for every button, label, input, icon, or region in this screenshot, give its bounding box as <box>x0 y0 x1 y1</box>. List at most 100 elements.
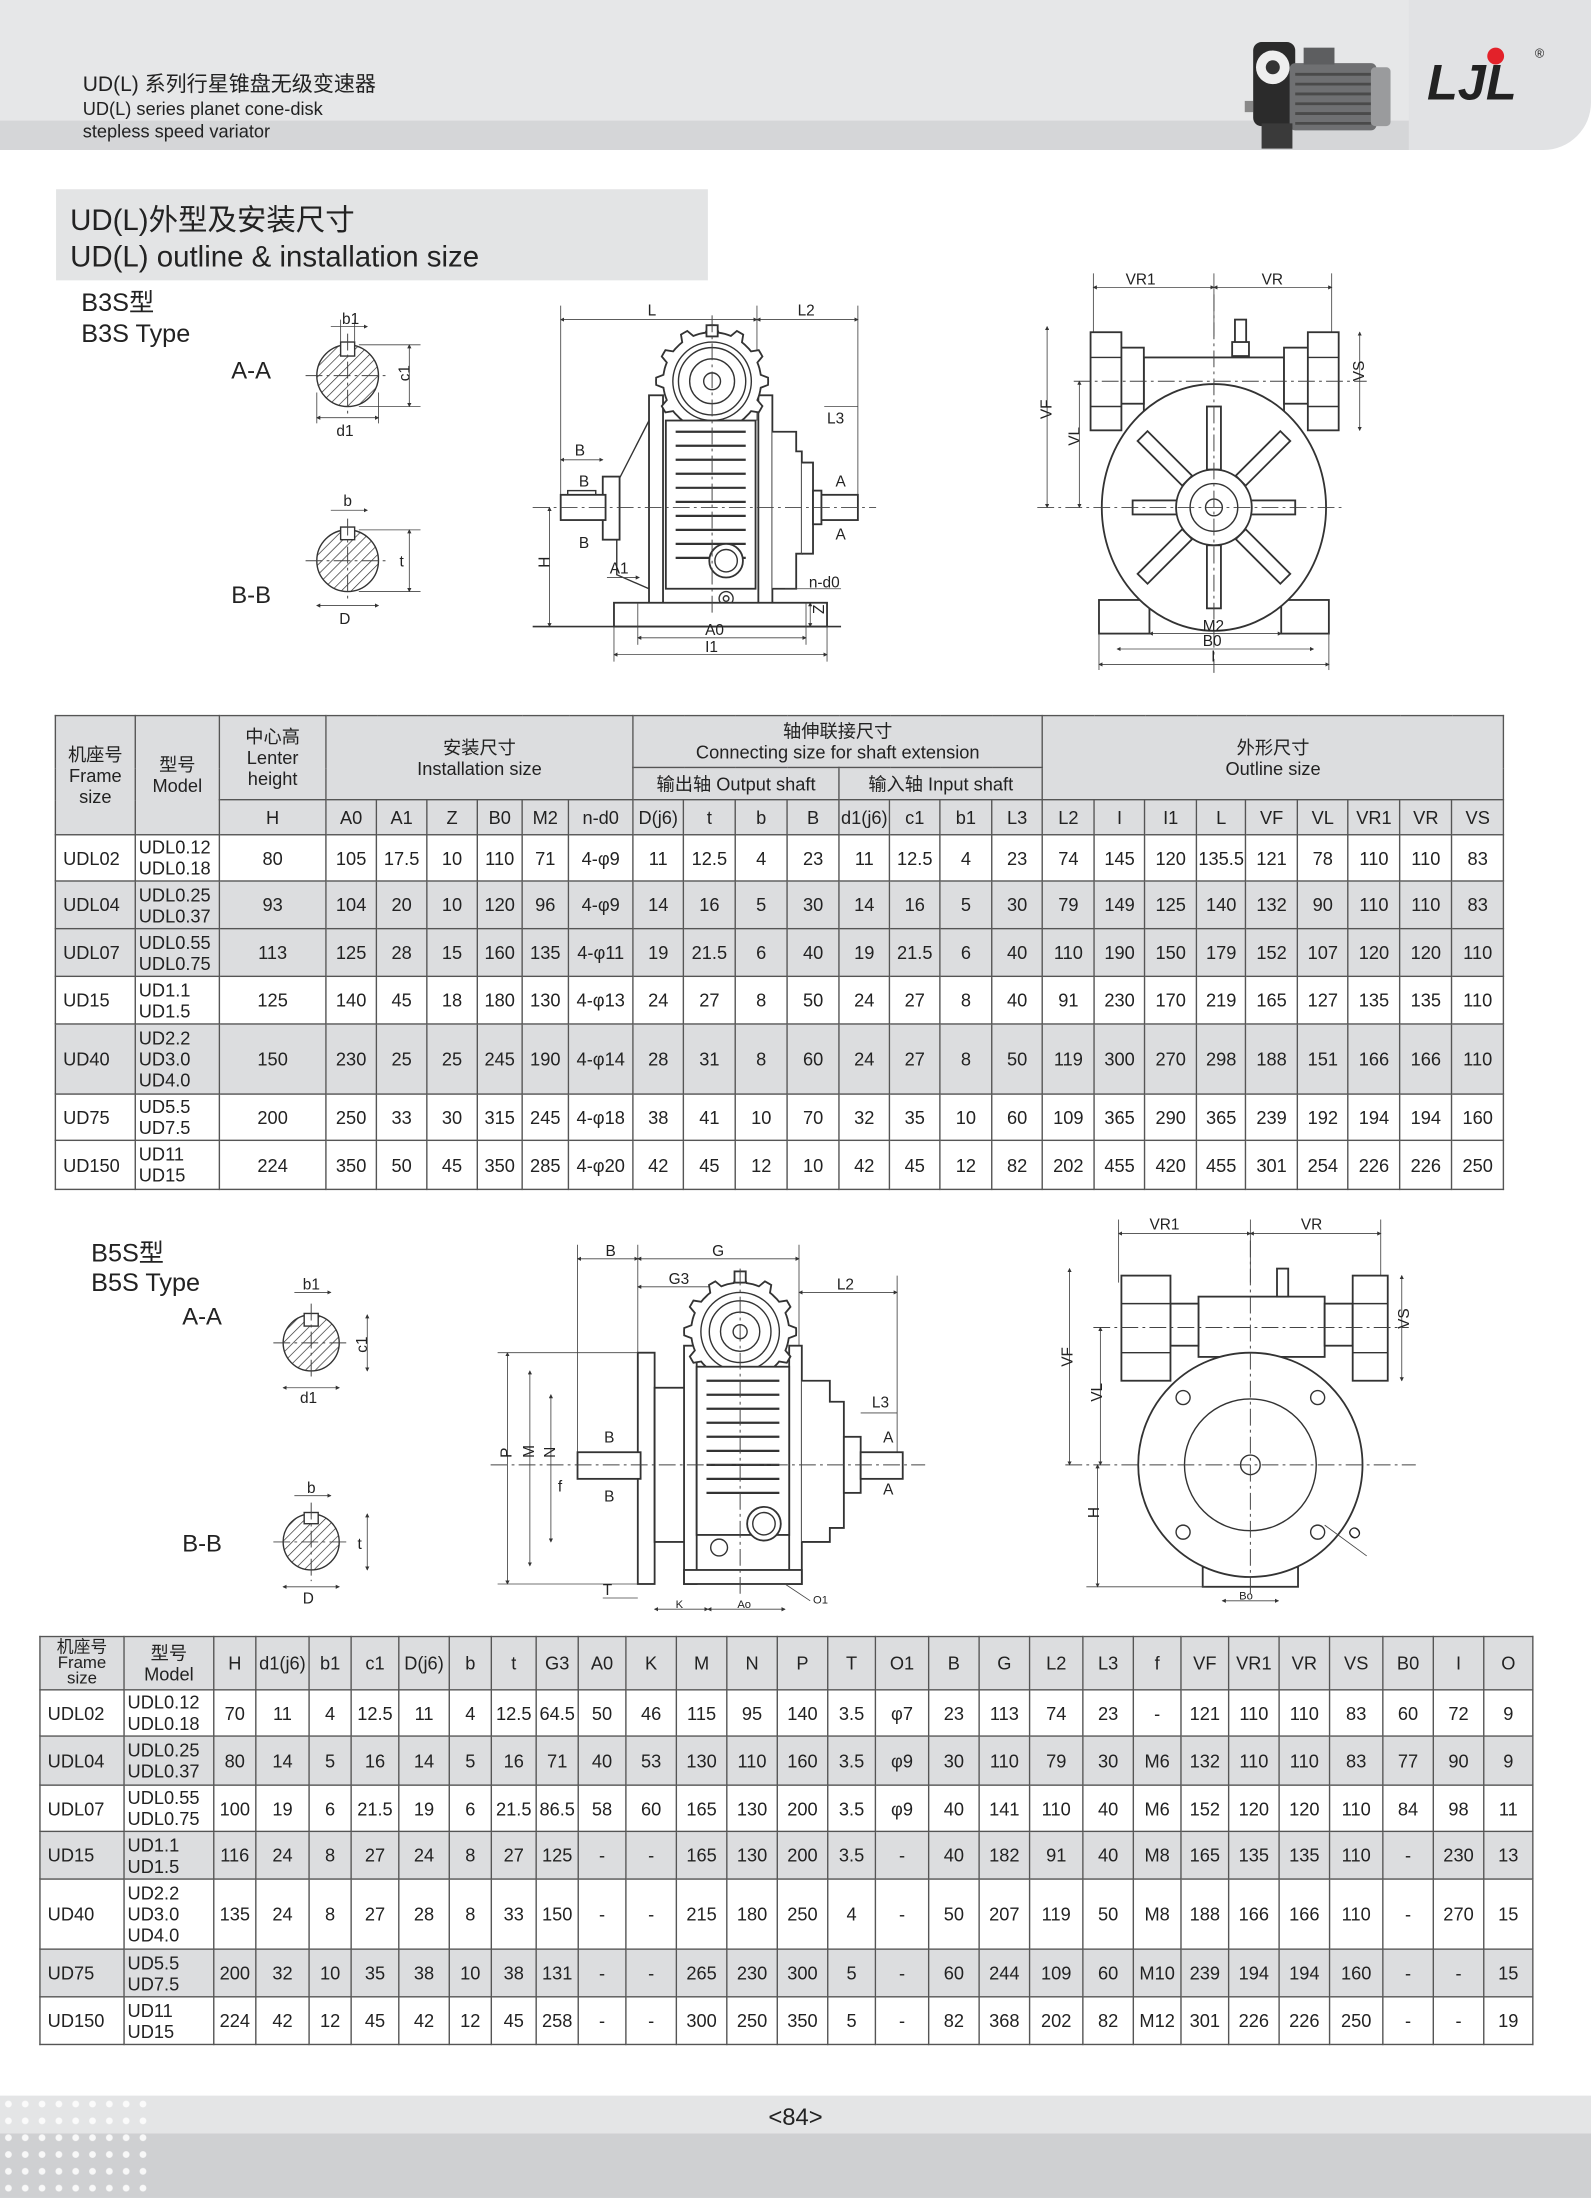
value-cell: 83 <box>1328 1735 1384 1786</box>
footer-band-dark <box>0 2133 1591 2198</box>
value-cell: 14 <box>255 1735 310 1786</box>
value-cell: 3.5 <box>827 1735 877 1786</box>
value-cell: 4-φ14 <box>567 1023 634 1095</box>
dim-VS: VS <box>1351 361 1368 382</box>
value-cell: 19 <box>255 1784 310 1833</box>
value-cell: 200 <box>776 1784 829 1833</box>
value-cell: 250 <box>325 1093 378 1142</box>
frame-size-cell: UDL02 <box>54 834 136 882</box>
value-cell: 17.5 <box>375 834 428 882</box>
value-cell: 350 <box>476 1139 523 1191</box>
col-header: A1 <box>375 799 428 836</box>
col-group-output-shaft: 输出轴 Output shaft <box>632 766 840 801</box>
value-cell: 194 <box>1399 1093 1453 1142</box>
dim-VF-b5s: VF <box>1059 1347 1076 1367</box>
model-name: UDL0.37 <box>138 904 211 926</box>
col-header: H <box>218 799 327 836</box>
value-cell: 104 <box>325 880 378 930</box>
value-cell: 40 <box>786 927 840 978</box>
value-cell: 4-φ20 <box>567 1139 634 1191</box>
value-cell: 215 <box>675 1878 728 1950</box>
value-cell: 38 <box>398 1948 450 1998</box>
dim-c1-b5s: c1 <box>354 1336 371 1352</box>
b5s-type-label-en: B5S Type <box>91 1268 201 1297</box>
b3s-section-aa-drawing: A-A b1 c1 d1 <box>231 311 421 440</box>
dim-b-b5s: b <box>307 1480 316 1497</box>
section-mark-b-top: B <box>579 473 589 490</box>
value-cell: 5 <box>827 1948 877 1998</box>
col-header: K <box>625 1635 678 1691</box>
value-cell: 11 <box>398 1689 450 1737</box>
model-name: UDL0.18 <box>138 857 211 879</box>
value-cell: 226 <box>1227 1996 1280 2046</box>
dim-B0: B0 <box>1203 633 1222 650</box>
value-cell: 166 <box>1399 1023 1453 1095</box>
value-cell: 12 <box>308 1996 352 2046</box>
value-cell: 135 <box>521 927 570 978</box>
value-cell: 270 <box>1432 1878 1485 1950</box>
col-header: O <box>1483 1635 1534 1691</box>
value-cell: 5 <box>939 880 993 930</box>
value-cell: 19 <box>838 927 891 978</box>
value-cell: 315 <box>476 1093 523 1142</box>
value-cell: 42 <box>255 1996 310 2046</box>
value-cell: 165 <box>1180 1830 1230 1880</box>
value-cell: 30 <box>1082 1735 1135 1786</box>
value-cell: 50 <box>577 1689 627 1737</box>
model-name: UD11 <box>138 1143 185 1165</box>
footer-band-light <box>0 2095 1591 2134</box>
value-cell: 93 <box>218 880 327 930</box>
col-header: b <box>448 1635 493 1691</box>
value-cell: 27 <box>350 1830 400 1880</box>
frame-size-cell: UD75 <box>39 1948 125 1998</box>
value-cell: 19 <box>632 927 685 978</box>
dim-c1: c1 <box>396 365 413 381</box>
b3s-section-aa-label: A-A <box>231 357 271 384</box>
dim-G3: G3 <box>669 1271 690 1288</box>
value-cell: 200 <box>776 1830 829 1880</box>
b3s-type-label-cn: B3S型 <box>81 288 155 317</box>
value-cell: 32 <box>838 1093 891 1142</box>
col-header: d1(j6) <box>255 1635 310 1691</box>
dim-B-b5s: B <box>606 1243 616 1260</box>
value-cell: - <box>1432 1996 1485 2046</box>
value-cell: 11 <box>632 834 685 882</box>
footer-dot-pattern <box>0 2095 155 2198</box>
value-cell: 77 <box>1382 1735 1435 1786</box>
value-cell: 130 <box>521 975 570 1025</box>
value-cell: 166 <box>1227 1878 1280 1950</box>
frame-size-cell: UD15 <box>54 975 136 1025</box>
value-cell: 24 <box>838 1023 891 1095</box>
col-header: VR <box>1278 1635 1331 1691</box>
value-cell: 125 <box>325 927 378 978</box>
value-cell: 83 <box>1451 880 1505 930</box>
value-cell: 180 <box>726 1878 778 1950</box>
value-cell: 6 <box>939 927 993 978</box>
value-cell: 14 <box>632 880 685 930</box>
value-cell: 110 <box>1328 1830 1384 1880</box>
value-cell: 5 <box>734 880 788 930</box>
col-header: b <box>734 799 788 836</box>
value-cell: 15 <box>1483 1948 1534 1998</box>
value-cell: 30 <box>991 880 1044 930</box>
value-cell: 110 <box>1041 927 1096 978</box>
value-cell: 245 <box>476 1023 523 1095</box>
value-cell: 4 <box>448 1689 493 1737</box>
value-cell: 9 <box>1483 1689 1534 1737</box>
value-cell: 60 <box>786 1023 840 1095</box>
model-name: UD1.5 <box>127 1855 180 1877</box>
value-cell: M12 <box>1132 1996 1182 2046</box>
dim-N: N <box>542 1447 559 1458</box>
value-cell: 23 <box>991 834 1044 882</box>
value-cell: 42 <box>632 1139 685 1191</box>
value-cell: φ9 <box>874 1735 930 1786</box>
dim-t: t <box>400 553 405 570</box>
